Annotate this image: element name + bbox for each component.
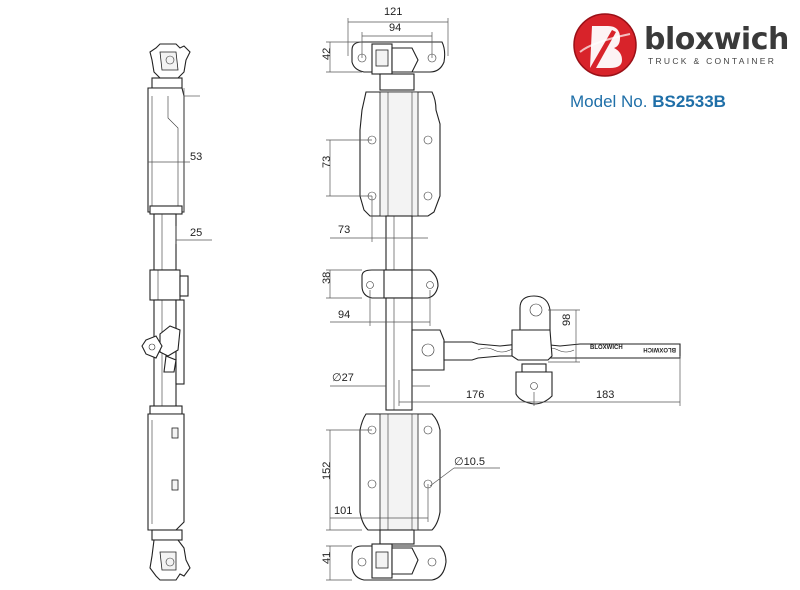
brand-block: bloxwich TRUCK & CONTAINER Model No. BS2… xyxy=(568,8,794,118)
dim-mid-height: 38 xyxy=(321,272,333,284)
bloxwich-logo-icon xyxy=(573,13,637,77)
dim-bottom-cam: 41 xyxy=(321,552,333,564)
dimension-lines xyxy=(326,18,681,581)
model-value: BS2533B xyxy=(652,92,726,111)
dim-catch-height: 98 xyxy=(561,314,573,326)
model-number: Model No. BS2533B xyxy=(570,92,726,112)
brand-tagline: TRUCK & CONTAINER xyxy=(648,56,777,66)
side-view xyxy=(141,43,212,581)
model-label: Model No. xyxy=(570,92,648,111)
front-view xyxy=(351,41,681,581)
dim-handle-length: 183 xyxy=(596,389,614,401)
dim-side-body: 53 xyxy=(190,151,202,163)
dim-handle-offset: 176 xyxy=(466,389,484,401)
dim-mid-width: 94 xyxy=(338,309,350,321)
dim-bottom-height: 152 xyxy=(321,462,333,480)
dim-guide-height: 73 xyxy=(321,156,333,168)
dim-total-width: 121 xyxy=(384,6,402,18)
brand-name: bloxwich xyxy=(644,22,789,57)
dim-bottom-width: 101 xyxy=(334,505,352,517)
handle-label-front: BLOXWICH xyxy=(590,345,623,351)
dim-hole-diameter: ∅10.5 xyxy=(454,456,485,468)
dim-guide-width: 73 xyxy=(338,224,350,236)
dim-side-rod: 25 xyxy=(190,227,202,239)
dim-hole-spacing: 94 xyxy=(389,22,401,34)
dim-rod-diameter: ∅27 xyxy=(332,372,354,384)
handle-label-back: BLOXWICH xyxy=(643,346,676,352)
dim-top-height: 42 xyxy=(321,48,333,60)
